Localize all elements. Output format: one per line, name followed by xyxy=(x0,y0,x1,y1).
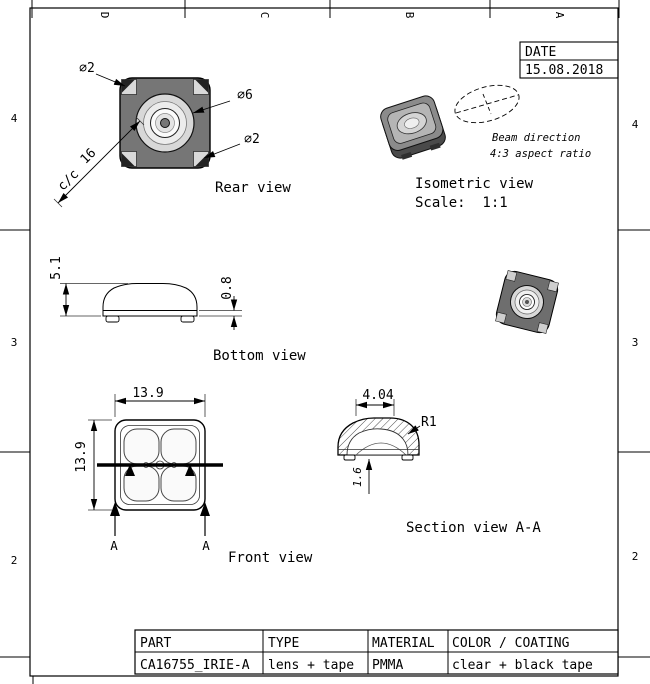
section-view: 4.04 R1 1.6 Section view A-A xyxy=(337,388,541,536)
date-value: 15.08.2018 xyxy=(525,63,603,78)
section-dim-edge: 1.6 xyxy=(351,459,373,494)
zone-col-b: B xyxy=(403,12,416,19)
title-value-material: PMMA xyxy=(372,658,403,673)
title-value-color: clear + black tape xyxy=(452,658,593,673)
mid-isometric-part xyxy=(495,270,559,334)
date-label: DATE xyxy=(525,45,556,60)
zone-column-labels: D C B A xyxy=(98,12,566,19)
rear-dia2-bottom-label: ⌀2 xyxy=(244,132,260,147)
isometric-part xyxy=(380,95,446,160)
section-edge-dim-label: 1.6 xyxy=(351,467,364,487)
title-block: PART TYPE MATERIAL COLOR / COATING CA167… xyxy=(134,629,619,675)
section-line-arrow-left xyxy=(125,464,135,476)
title-value-part: CA16755_IRIE-A xyxy=(140,658,250,673)
bottom-dim-tape: 0.8 xyxy=(199,276,242,330)
title-value-type: lens + tape xyxy=(268,658,354,673)
bottom-height-dim-label: 5.1 xyxy=(49,256,64,279)
title-header-material: MATERIAL xyxy=(372,636,435,651)
bottom-tape-dim-label: 0.8 xyxy=(220,276,235,299)
beam-direction-ellipse xyxy=(454,84,520,124)
zone-row-right-4: 4 xyxy=(632,118,639,131)
rear-dia6-label: ⌀6 xyxy=(237,88,253,103)
front-height-dim-label: 13.9 xyxy=(74,441,89,472)
section-dim-top: 4.04 xyxy=(355,388,395,416)
zone-col-d: D xyxy=(98,12,111,19)
rear-diag-ref-label: c/c xyxy=(55,167,82,194)
bottom-foot-right xyxy=(180,315,195,323)
section-marker-a-left: A xyxy=(110,538,118,553)
section-lens-cavity xyxy=(346,428,409,456)
section-view-label: Section view A-A xyxy=(406,520,541,536)
section-radius-label: R1 xyxy=(421,415,437,430)
isometric-scale-label: Scale: 1:1 xyxy=(415,195,508,211)
section-radius: R1 xyxy=(407,415,437,435)
rear-view-label: Rear view xyxy=(215,180,291,196)
zone-row-right-3: 3 xyxy=(632,336,639,349)
zone-row-left-4: 4 xyxy=(11,112,18,125)
title-header-part: PART xyxy=(140,636,171,651)
front-view-label: Front view xyxy=(228,550,313,566)
beam-direction-label-2: 4:3 aspect ratio xyxy=(490,148,591,160)
bottom-view-label: Bottom view xyxy=(213,348,306,364)
section-marker-a-right: A xyxy=(202,538,210,553)
zone-row-left-2: 2 xyxy=(11,554,18,567)
section-top-dim-label: 4.04 xyxy=(362,388,393,403)
rear-lens-circles xyxy=(135,93,195,153)
front-view: A A 13.9 13.9 Front view xyxy=(74,386,313,566)
rear-leaders xyxy=(95,73,241,159)
zone-row-right-2: 2 xyxy=(632,550,639,563)
front-width-dim-label: 13.9 xyxy=(132,386,163,401)
section-foot-left xyxy=(343,454,356,461)
bottom-part-outline xyxy=(102,283,198,317)
zone-row-labels: 4 3 2 4 3 2 xyxy=(11,112,639,567)
bottom-view: 5.1 0.8 Bottom view xyxy=(49,256,306,364)
frame-border xyxy=(29,7,619,677)
front-dim-height: 13.9 xyxy=(74,419,112,511)
zone-col-a: A xyxy=(553,12,566,19)
section-line-arrow-right xyxy=(185,464,195,476)
section-view-arrows: A A xyxy=(110,502,210,553)
title-header-color: COLOR / COATING xyxy=(452,636,570,651)
zone-col-c: C xyxy=(258,12,271,19)
title-header-type: TYPE xyxy=(268,636,299,651)
section-foot-right xyxy=(401,454,414,461)
zone-row-left-3: 3 xyxy=(11,336,18,349)
front-dim-width: 13.9 xyxy=(114,386,206,417)
beam-direction-label-1: Beam direction xyxy=(492,132,581,144)
rear-view: ⌀2 ⌀6 ⌀2 16 c/c Rear view xyxy=(53,61,291,208)
bottom-dim-height: 5.1 xyxy=(49,256,128,317)
date-box: DATE 15.08.2018 xyxy=(519,41,619,79)
isometric-view: Beam direction 4:3 aspect ratio Isometri… xyxy=(380,84,591,211)
rear-dia2-top-label: ⌀2 xyxy=(79,61,95,76)
bottom-foot-left xyxy=(105,315,120,323)
section-lens-curve xyxy=(355,442,407,456)
rear-diag-dim-label: 16 xyxy=(78,146,100,168)
isometric-view-label: Isometric view xyxy=(415,176,534,192)
